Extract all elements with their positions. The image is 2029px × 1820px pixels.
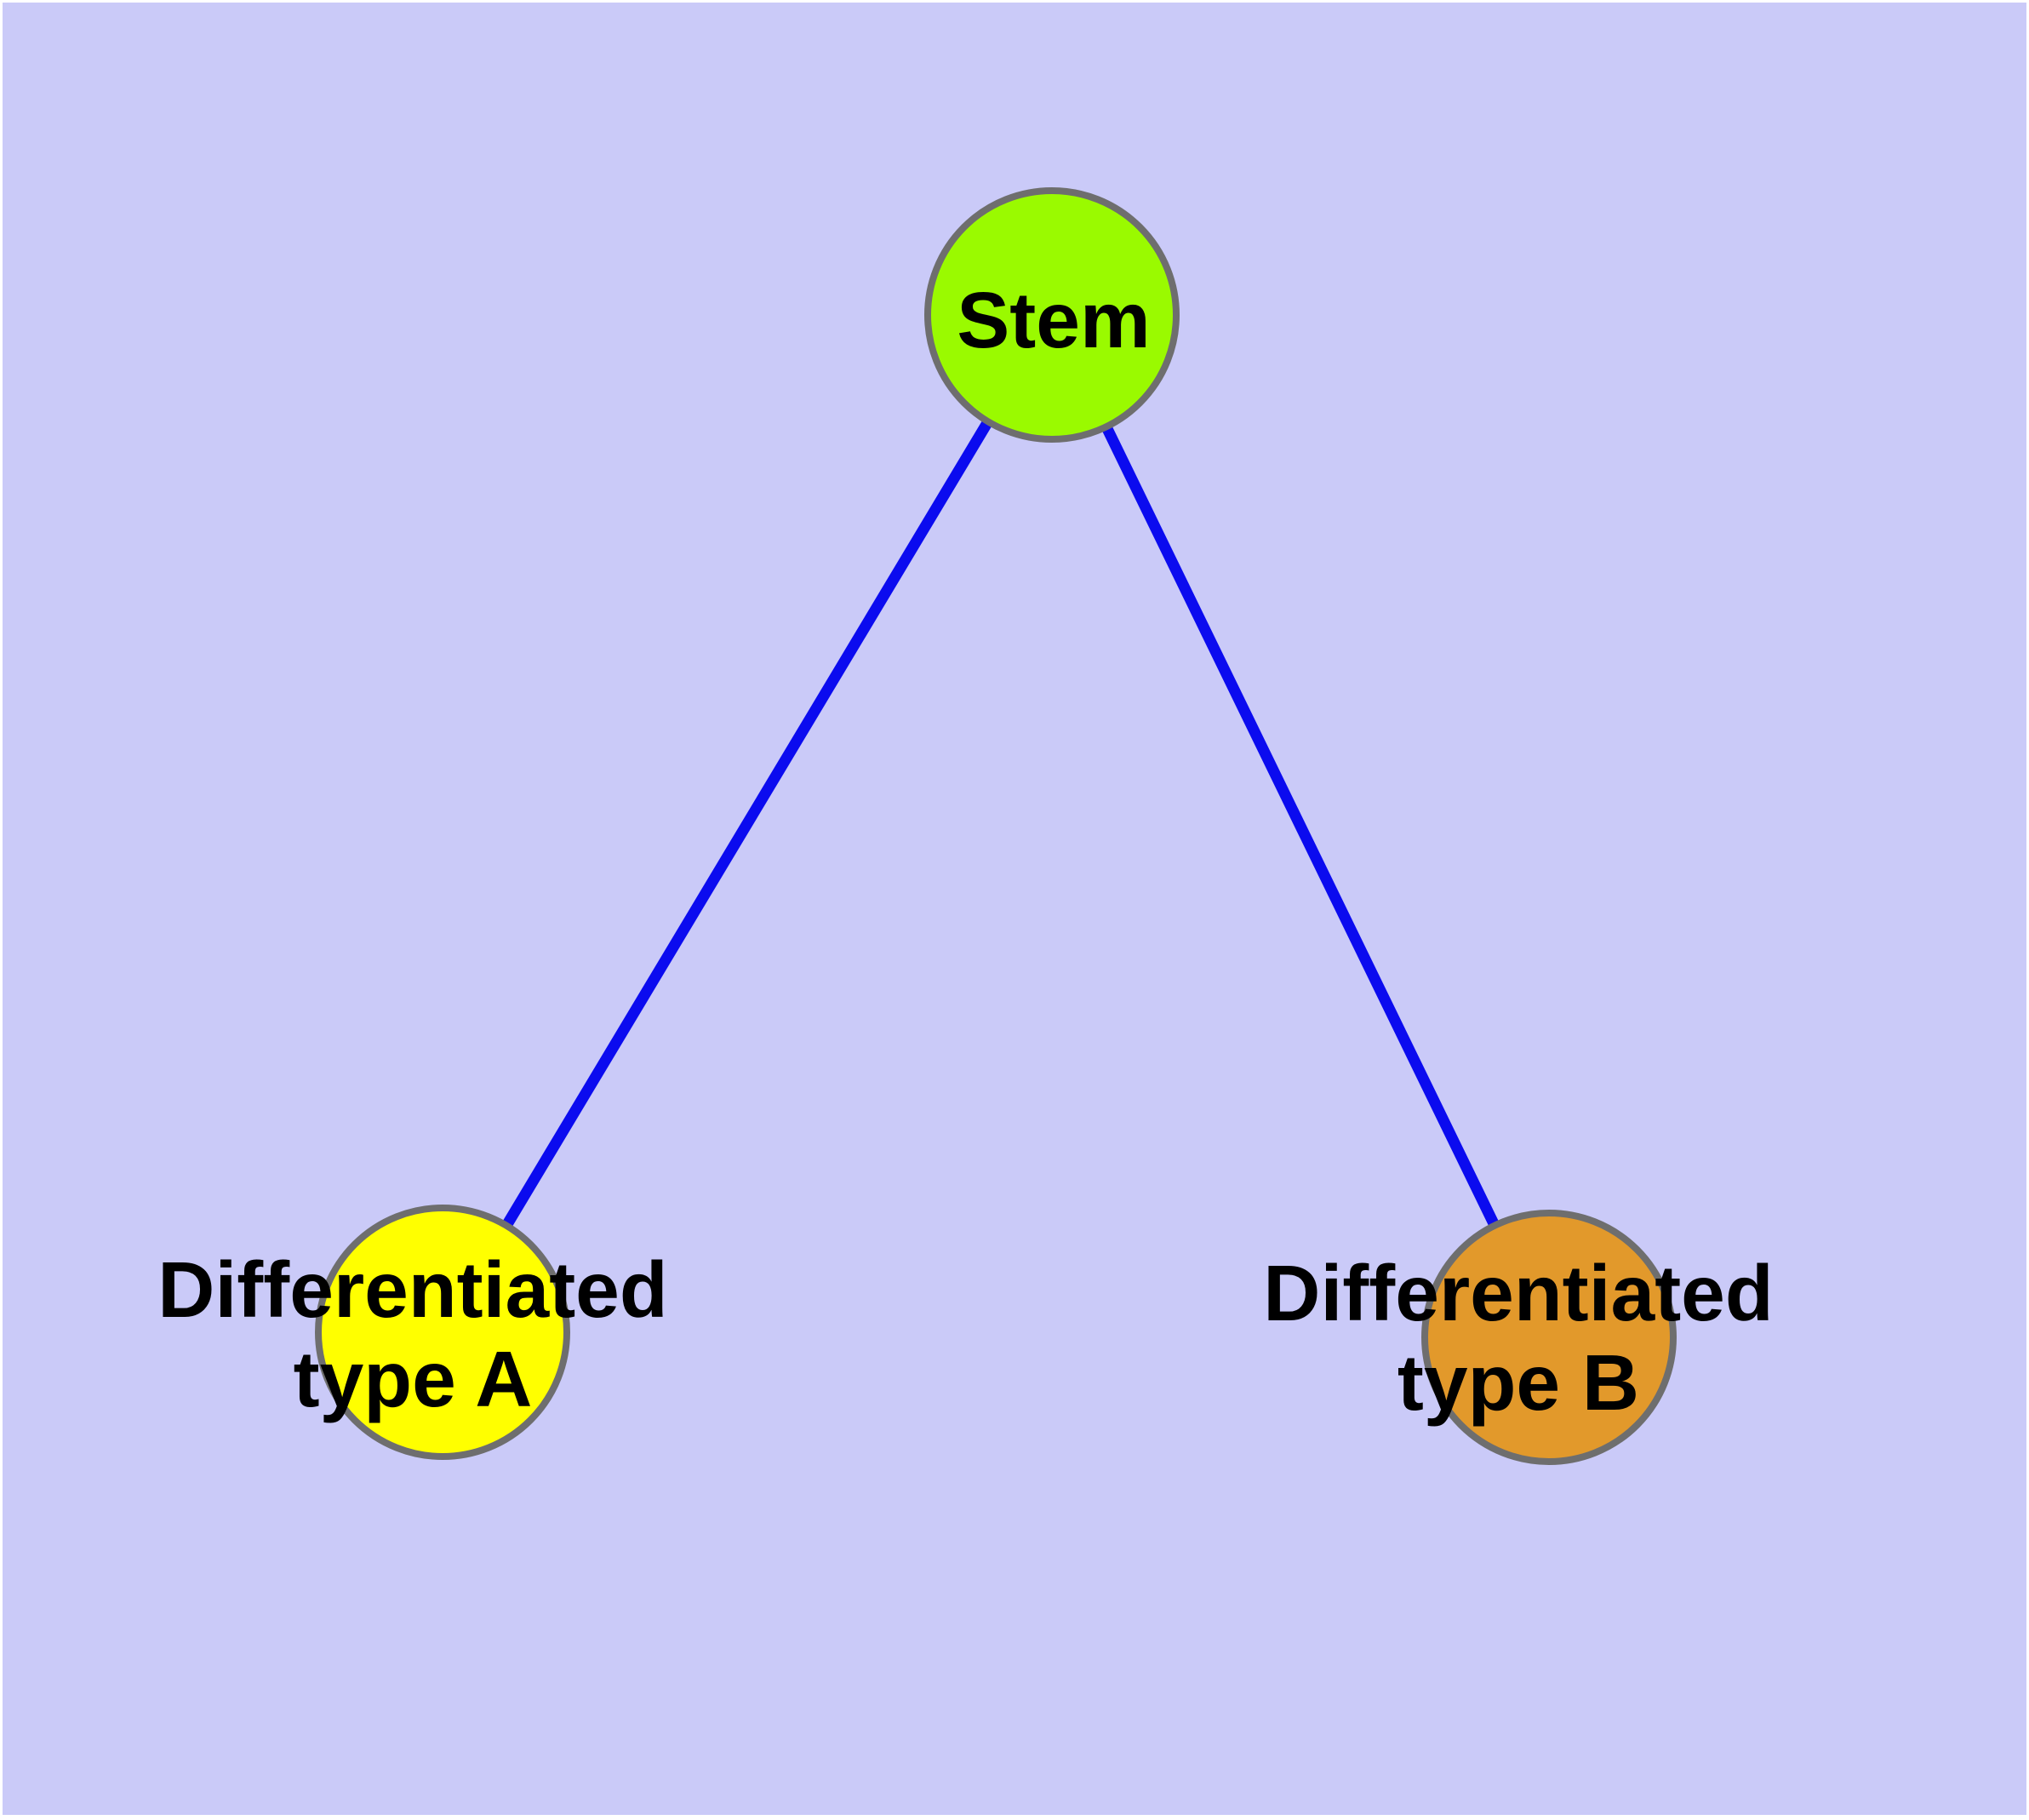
edge-stem-to-type-a — [437, 312, 1057, 1336]
stem-node — [924, 187, 1180, 443]
type-a-label-line-2: type A — [294, 1335, 533, 1423]
type-b-label-line-1: Differentiated — [1263, 1249, 1773, 1337]
type-b-label-line-2: type B — [1397, 1338, 1639, 1427]
differentiated-type-a-node — [315, 1205, 570, 1460]
differentiated-type-b-node — [1421, 1210, 1677, 1465]
edge-stem-to-type-b — [1047, 312, 1554, 1340]
type-a-label-line-1: Differentiated — [157, 1245, 667, 1334]
stem-node-label: Stem — [957, 276, 1150, 364]
